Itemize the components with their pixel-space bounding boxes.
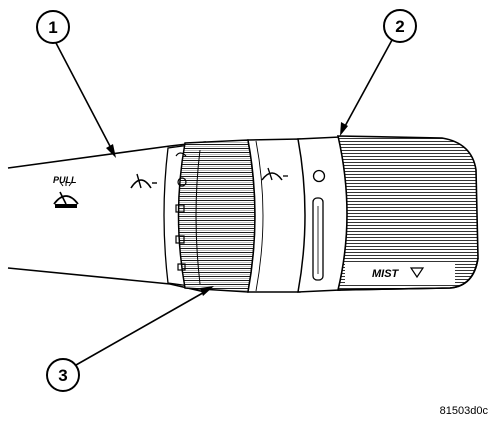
callout-1: 1 [36,10,70,44]
end-knob-wiper [336,135,479,291]
svg-text:2: 2 [395,17,404,36]
collar-wiper-icon [261,167,288,181]
svg-text:1: 1 [48,18,57,37]
mist-label: MIST [372,268,400,280]
knurled-ring-delay [177,139,256,293]
bezel-off-indicator [312,169,326,281]
leader-line-2 [340,39,393,136]
washer-spray-icon [53,181,79,208]
mist-arrow-icon [409,267,425,279]
pull-label: PULL [53,175,77,185]
middle-collar [247,138,307,293]
svg-text:3: 3 [58,366,67,385]
callout-3: 3 [46,358,80,392]
leader-line-3 [75,286,214,366]
callout-2: 2 [383,9,417,43]
leader-line-1 [55,42,116,158]
figure-code: 81503d0c [440,405,489,417]
wiper-delay-icon [175,152,187,271]
wiper-icon [130,173,157,189]
